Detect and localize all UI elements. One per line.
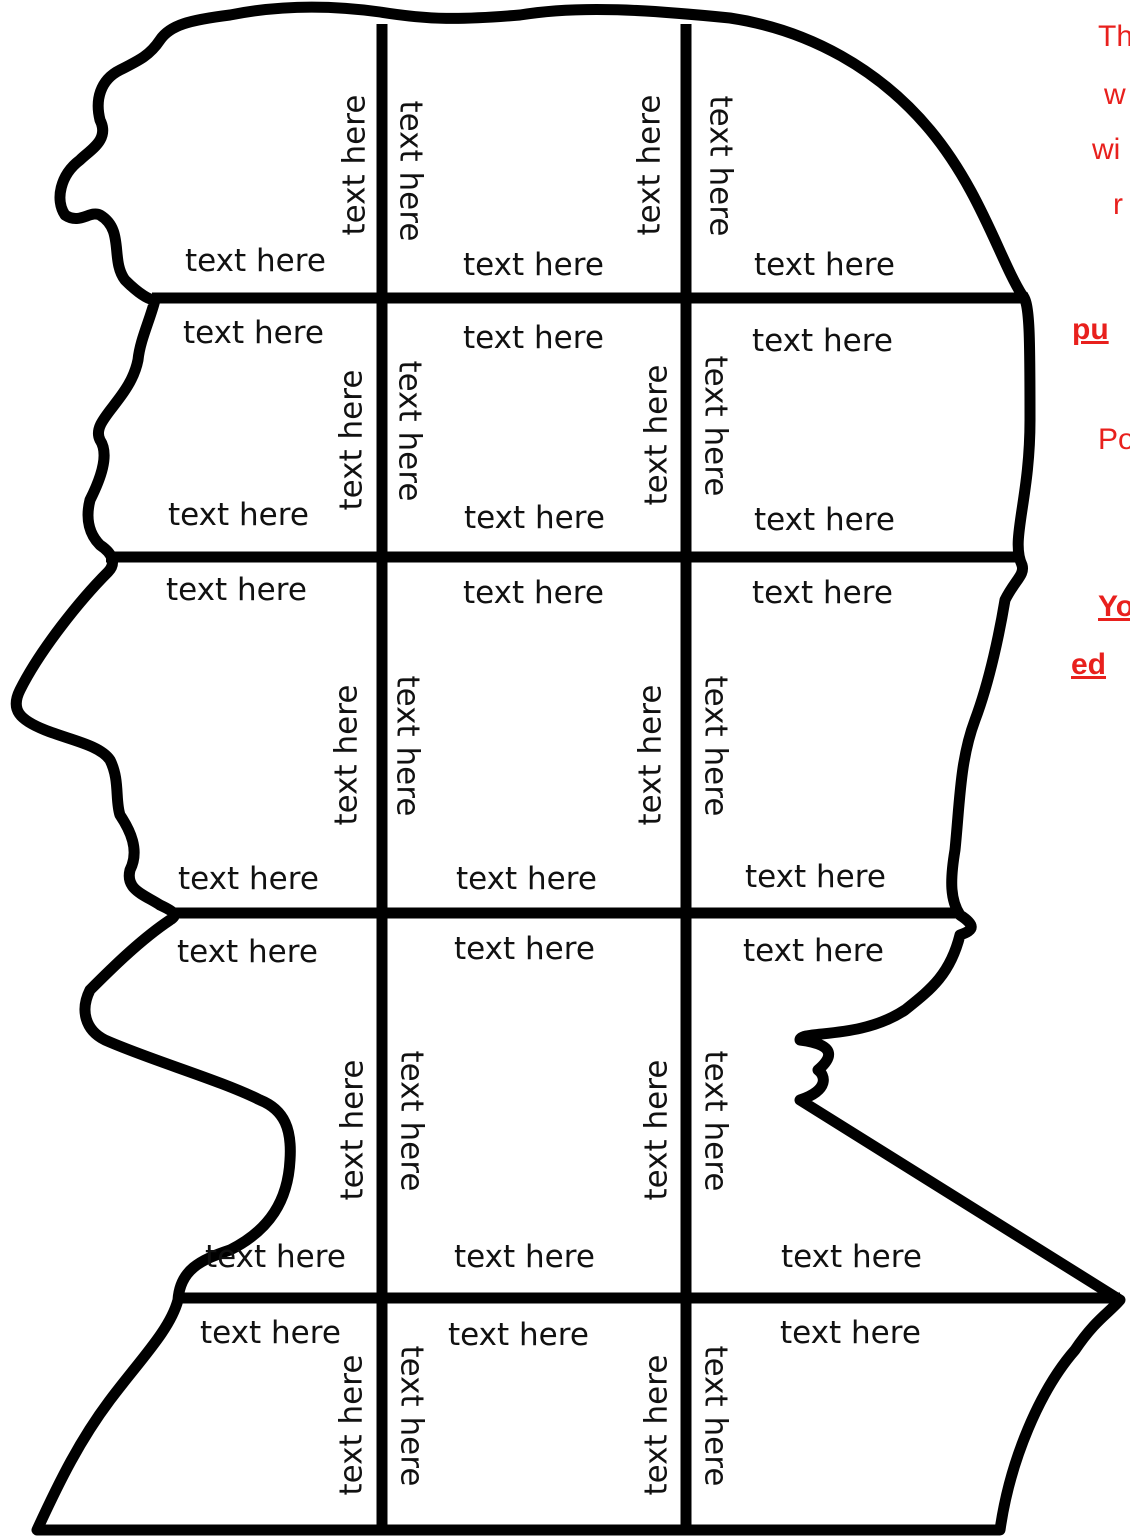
piece-label-vertical: text here [338, 1051, 369, 1201]
piece-label: text here [752, 326, 893, 357]
piece-label-vertical: text here [700, 356, 731, 506]
piece-label: text here [168, 500, 309, 531]
piece-label: text here [454, 1242, 595, 1273]
piece-label-vertical: text here [337, 1346, 368, 1496]
piece-label-vertical: text here [332, 676, 363, 826]
piece-label: text here [780, 1318, 921, 1349]
piece-label: text here [754, 250, 895, 281]
piece-label-vertical: text here [395, 101, 426, 251]
side-note-line: Th [1098, 22, 1130, 52]
side-note-line: ed [1071, 650, 1106, 680]
piece-label: text here [456, 864, 597, 895]
piece-label: text here [464, 503, 605, 534]
piece-label-vertical: text here [337, 361, 368, 511]
piece-label-vertical: text here [396, 1051, 427, 1201]
piece-label: text here [752, 578, 893, 609]
piece-label: text here [448, 1320, 589, 1351]
piece-label-vertical: text here [340, 86, 371, 236]
piece-label-vertical: text here [700, 1346, 731, 1496]
piece-label-vertical: text here [635, 86, 666, 236]
piece-label: text here [183, 318, 324, 349]
side-note-line: pu [1072, 315, 1109, 345]
piece-label: text here [177, 937, 318, 968]
piece-label-vertical: text here [392, 676, 423, 826]
piece-label: text here [463, 250, 604, 281]
side-note-line: Po [1098, 425, 1130, 455]
piece-label: text here [745, 862, 886, 893]
piece-label-vertical: text here [700, 676, 731, 826]
piece-label-vertical: text here [642, 1051, 673, 1201]
piece-label: text here [166, 575, 307, 606]
piece-label: text here [185, 246, 326, 277]
piece-label: text here [454, 934, 595, 965]
piece-label: text here [463, 578, 604, 609]
piece-label: text here [754, 505, 895, 536]
piece-label-vertical: text here [705, 96, 736, 246]
piece-label-vertical: text here [394, 361, 425, 511]
piece-label: text here [200, 1318, 341, 1349]
piece-label-vertical: text here [642, 356, 673, 506]
piece-label: text here [205, 1242, 346, 1273]
piece-label: text here [743, 936, 884, 967]
piece-label: text here [463, 323, 604, 354]
side-note-line: w [1104, 80, 1126, 110]
piece-label-vertical: text here [642, 1346, 673, 1496]
piece-label-vertical: text here [636, 676, 667, 826]
piece-label-vertical: text here [700, 1051, 731, 1201]
side-note-line: r [1113, 190, 1123, 220]
piece-label-vertical: text here [396, 1346, 427, 1496]
piece-label: text here [178, 864, 319, 895]
piece-label: text here [781, 1242, 922, 1273]
side-note-line: wi [1092, 135, 1120, 165]
side-note-line: Yo [1098, 592, 1130, 622]
